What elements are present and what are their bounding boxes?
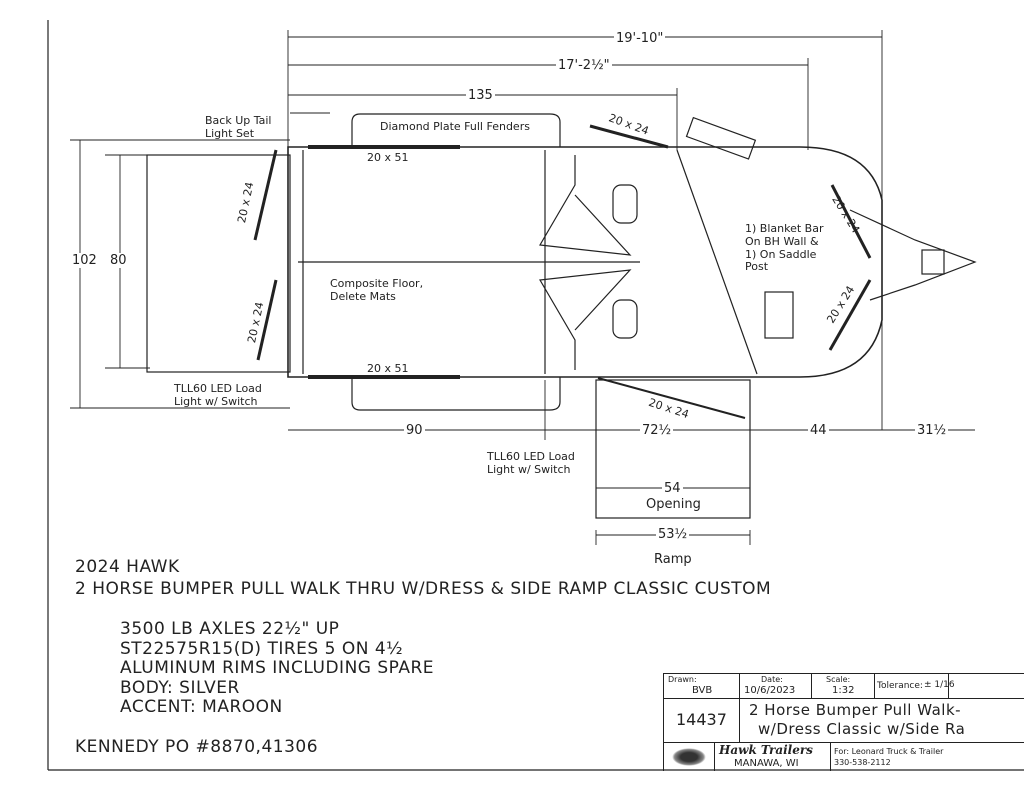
- fenders-label: Diamond Plate Full Fenders: [380, 120, 530, 133]
- blanket-label-3: 1) On Saddle: [745, 248, 817, 261]
- roof-vent: [685, 116, 757, 160]
- ramp-label: Ramp: [654, 552, 692, 567]
- purchase-order: KENNEDY PO #8870,41306: [75, 737, 319, 757]
- door-top: [589, 124, 669, 149]
- blanket-label-2: On BH Wall &: [745, 235, 819, 248]
- company-name: Hawk Trailers: [719, 743, 813, 757]
- customer-phone: 330-538-2112: [834, 758, 891, 767]
- rear-load-light-label-2: Light w/ Switch: [174, 395, 258, 408]
- side-load-light-label-1: TLL60 LED Load: [487, 450, 575, 463]
- customer-for: For: Leonard Truck & Trailer: [834, 747, 944, 756]
- spec-rims: ALUMINUM RIMS INCLUDING SPARE: [120, 658, 435, 678]
- dim-opening-54: 54: [662, 481, 683, 496]
- dim-ramp-53: 53½: [656, 527, 690, 542]
- dim-72: 72½: [640, 423, 674, 438]
- spec-accent: ACCENT: MAROON: [120, 697, 283, 717]
- drawing-title-2: w/Dress Classic w/Side Ra: [758, 720, 966, 738]
- dim-44: 44: [808, 423, 829, 438]
- hawk-logo-icon: [672, 748, 706, 766]
- window-top-label: 20 x 51: [367, 151, 409, 164]
- title-block: Drawn: BVB Date: 10/6/2023 Scale: 1:32 T…: [663, 673, 1024, 771]
- floor-label-1: Composite Floor,: [330, 277, 424, 290]
- tongue-hitch: [849, 209, 977, 301]
- coupler: [921, 249, 945, 275]
- opening-label: Opening: [646, 497, 701, 512]
- fender-top: [351, 113, 561, 147]
- window-bottom-label: 20 x 51: [367, 362, 409, 375]
- dim-90: 90: [404, 423, 425, 438]
- fender-bottom: [351, 377, 561, 411]
- backup-light-label-1: Back Up Tail: [205, 114, 272, 127]
- dim-body-length: 17'-2½": [556, 58, 612, 73]
- bulkhead-wall: [676, 149, 758, 375]
- dim-135: 135: [466, 88, 495, 103]
- tolerance-label: Tolerance:: [877, 681, 923, 691]
- side-load-light-label-2: Light w/ Switch: [487, 463, 571, 476]
- door-bottom: [597, 377, 746, 419]
- dim-width-102: 102: [72, 253, 97, 268]
- saddle-rack: [764, 291, 794, 339]
- dim-width-80: 80: [110, 253, 127, 268]
- date-label: Date:: [761, 675, 783, 684]
- rear-load-light-label-1: TLL60 LED Load: [174, 382, 262, 395]
- tolerance-value: ± 1/16: [924, 680, 955, 690]
- year-model: 2024 HAWK: [75, 557, 180, 577]
- floor-label-2: Delete Mats: [330, 290, 396, 303]
- dim-31: 31½: [915, 423, 949, 438]
- spec-tires: ST22575R15(D) TIRES 5 ON 4½: [120, 639, 404, 659]
- rear-door-outline: [146, 154, 291, 373]
- trailer-body: [287, 146, 883, 378]
- scale-value: 1:32: [832, 685, 855, 696]
- scale-label: Scale:: [826, 675, 851, 684]
- backup-light-label-2: Light Set: [205, 127, 255, 140]
- drawn-value: BVB: [692, 685, 713, 696]
- dim-overall-length: 19'-10": [614, 31, 666, 46]
- blanket-label-1: 1) Blanket Bar: [745, 222, 824, 235]
- model-description: 2 HORSE BUMPER PULL WALK THRU W/DRESS & …: [75, 579, 772, 599]
- drawn-label: Drawn:: [668, 675, 697, 684]
- manger-window: [612, 184, 638, 224]
- blanket-label-4: Post: [745, 260, 769, 273]
- spec-body: BODY: SILVER: [120, 678, 240, 698]
- drawing-number: 14437: [676, 710, 727, 729]
- spec-axles: 3500 LB AXLES 22½" UP: [120, 619, 340, 639]
- date-value: 10/6/2023: [744, 685, 796, 696]
- side-ramp-outline: [595, 379, 751, 519]
- drawing-title-1: 2 Horse Bumper Pull Walk-: [749, 701, 962, 719]
- company-location: MANAWA, WI: [734, 758, 799, 769]
